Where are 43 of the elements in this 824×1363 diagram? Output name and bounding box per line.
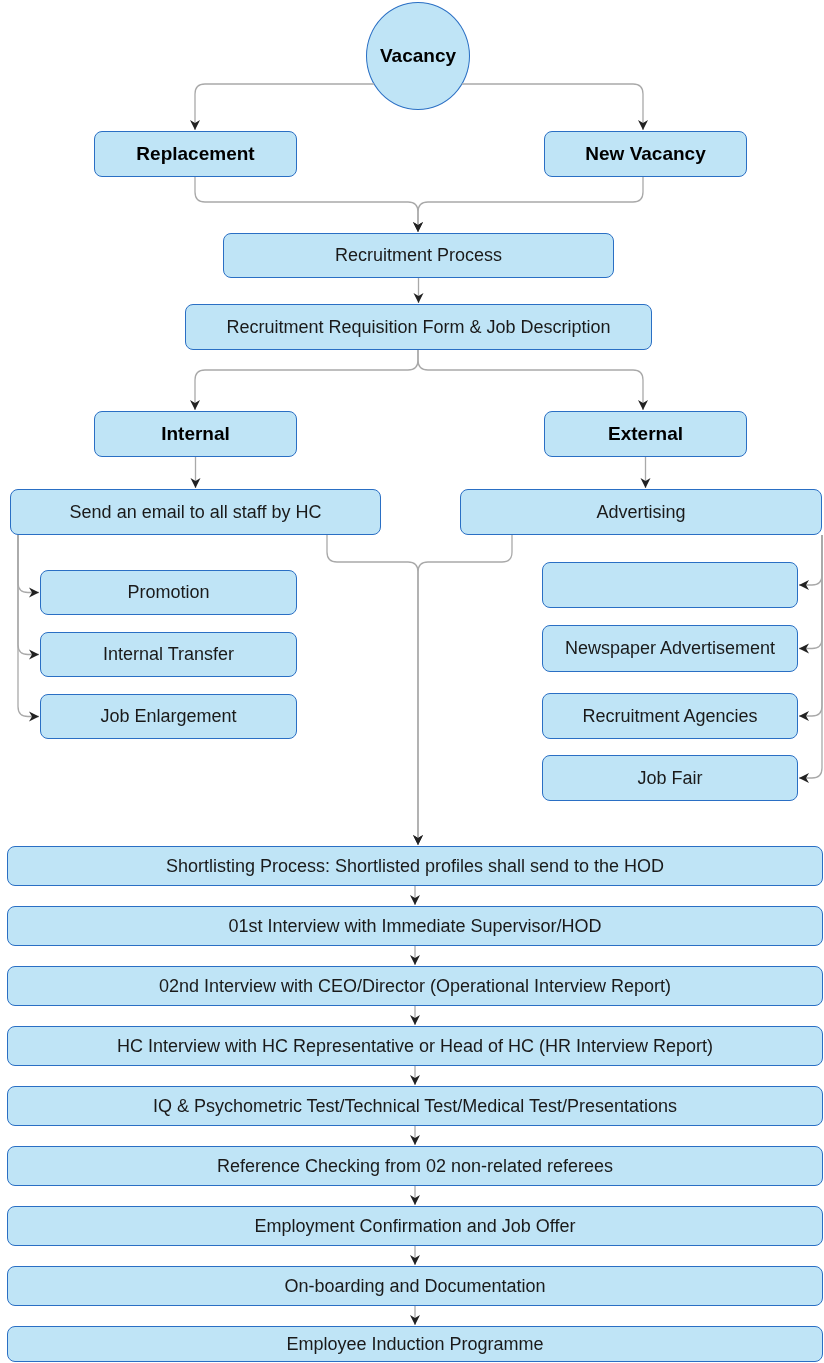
process-box: 02nd Interview with CEO/Director (Operational Interview Report)	[7, 966, 823, 1006]
connector-arrow	[190, 83, 375, 131]
connector-arrow	[410, 1125, 420, 1146]
process-box: Recruitment Requisition Form & Job Description	[185, 304, 652, 350]
process-box: IQ & Psychometric Test/Technical Test/Medical Test/Presentations	[7, 1086, 823, 1126]
process-box: Employment Confirmation and Job Offer	[7, 1206, 823, 1246]
connector-arrow	[17, 534, 40, 722]
process-box: New Vacancy	[544, 131, 747, 177]
process-box: Job Fair	[542, 755, 798, 801]
connector-arrow	[410, 885, 420, 906]
process-box: Shortlisting Process: Shortlisted profiles shall send to the HOD	[7, 846, 823, 886]
process-box: Reference Checking from 02 non-related referees	[7, 1146, 823, 1186]
connector-arrow	[413, 277, 424, 304]
connector-arrow	[798, 534, 823, 783]
connector-arrow	[410, 945, 420, 966]
process-box: Promotion	[40, 570, 297, 615]
connector-arrow	[410, 1185, 420, 1206]
process-box: Recruitment Process	[223, 233, 614, 278]
process-box: External	[544, 411, 747, 457]
connector-arrow	[461, 83, 648, 131]
process-box: Internal	[94, 411, 297, 457]
connector-arrow	[410, 1245, 420, 1266]
empty-box	[542, 562, 798, 608]
process-box: Newspaper Advertisement	[542, 625, 798, 672]
connector-arrow	[410, 1305, 420, 1326]
process-box: Employee Induction Programme	[7, 1326, 823, 1362]
process-box: Send an email to all staff by HC	[10, 489, 381, 535]
connector-arrow	[410, 1005, 420, 1026]
connector-arrow	[413, 534, 513, 846]
connector-arrow	[413, 176, 644, 233]
process-box: Recruitment Agencies	[542, 693, 798, 739]
connector-arrow	[640, 456, 651, 489]
connector-arrow	[410, 1065, 420, 1086]
process-box: Replacement	[94, 131, 297, 177]
connector-arrow	[417, 349, 648, 411]
process-box: HC Interview with HC Representative or Head of HC (HR Interview Report)	[7, 1026, 823, 1066]
connector-arrow	[190, 456, 201, 489]
start-circle: Vacancy	[366, 2, 470, 110]
process-box: Internal Transfer	[40, 632, 297, 677]
process-box: Job Enlargement	[40, 694, 297, 739]
process-box: Advertising	[460, 489, 822, 535]
process-box: On-boarding and Documentation	[7, 1266, 823, 1306]
process-box: 01st Interview with Immediate Supervisor/HOD	[7, 906, 823, 946]
